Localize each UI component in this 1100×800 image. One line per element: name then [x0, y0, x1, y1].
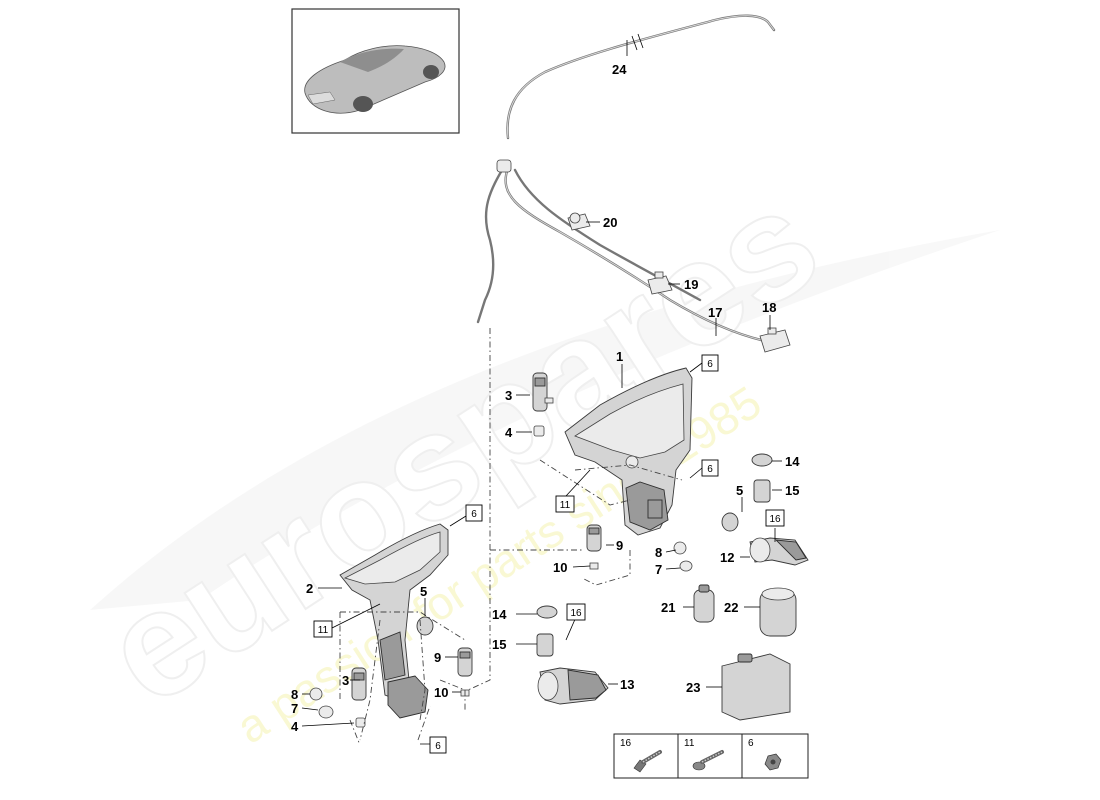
callout-9-upper: 9	[616, 538, 623, 553]
callout-19: 19	[684, 277, 698, 292]
callout-8-upper: 8	[655, 545, 662, 560]
boxed-references: 6 6 6 6 11 11 16 16	[313, 354, 785, 754]
callout-14-lower: 14	[492, 607, 507, 622]
pump-housing-12	[749, 537, 809, 566]
washer-hose-24	[506, 14, 776, 140]
callout-10-upper: 10	[553, 560, 567, 575]
vehicle-thumbnail	[291, 8, 460, 134]
callout-18: 18	[762, 300, 776, 315]
grommet-5-upper	[721, 512, 739, 532]
cap-7-lower	[318, 705, 334, 719]
callout-15-lower: 15	[492, 637, 506, 652]
watermark: eurospares a passion for parts since 198…	[75, 154, 1000, 753]
svg-text:11: 11	[318, 625, 329, 636]
callout-24: 24	[612, 62, 627, 77]
svg-text:6: 6	[471, 509, 477, 520]
callout-10-lower: 10	[434, 685, 448, 700]
fastener-header-11: 11	[684, 738, 695, 749]
callout-13: 13	[620, 677, 634, 692]
svg-text:6: 6	[707, 464, 713, 475]
flange-bolt-icon	[692, 750, 724, 771]
grommet-8-lower	[309, 687, 323, 701]
sensor-15-lower	[536, 633, 554, 657]
ref-box-6-bottom: 6	[429, 736, 447, 754]
canister-23	[721, 653, 791, 721]
callout-4-upper: 4	[505, 425, 513, 440]
callout-21: 21	[661, 600, 675, 615]
plug-10-upper	[589, 562, 599, 570]
washer-reservoir-2	[339, 523, 449, 719]
callout-5-lower: 5	[420, 584, 427, 599]
pump-housing-13	[537, 667, 609, 705]
grommet-8-upper	[673, 541, 687, 555]
fastener-header-16: 16	[620, 738, 632, 749]
washer-pump-9-upper	[586, 524, 602, 552]
fastener-header-6: 6	[748, 738, 754, 749]
bottle-21	[693, 584, 715, 623]
callout-7-upper: 7	[655, 562, 662, 577]
bottle-22	[759, 587, 797, 637]
callout-22: 22	[724, 600, 738, 615]
washer-pump-3-upper	[532, 372, 554, 412]
ref-box-11-lower: 11	[313, 620, 333, 638]
callout-4-lower: 4	[291, 719, 299, 734]
car-icon	[304, 45, 446, 114]
ref-box-16-upper: 16	[765, 509, 785, 527]
svg-text:6: 6	[435, 741, 441, 752]
callout-23: 23	[686, 680, 700, 695]
callout-3-upper: 3	[505, 388, 512, 403]
ref-box-6-mid: 6	[701, 459, 719, 477]
callout-3-lower: 3	[342, 673, 349, 688]
washer-pump-9-lower	[457, 647, 473, 677]
callout-7-lower: 7	[291, 701, 298, 716]
bolt-icon	[633, 750, 662, 773]
svg-text:6: 6	[707, 359, 713, 370]
callout-8-lower: 8	[291, 687, 298, 702]
cap-7-upper	[679, 560, 693, 572]
grommet-4-lower	[355, 717, 366, 728]
nozzle-fitting-20	[567, 212, 591, 231]
callout-14-upper: 14	[785, 454, 800, 469]
leader-lines	[301, 221, 782, 745]
washer-pump-3-lower	[351, 667, 367, 701]
ref-box-6-top: 6	[701, 354, 719, 372]
nozzle-fitting-18	[759, 327, 791, 353]
grommet-5-lower	[416, 616, 434, 636]
grommet-4-upper	[533, 425, 545, 437]
callout-20: 20	[603, 215, 617, 230]
callout-15-upper: 15	[785, 483, 799, 498]
ref-box-6-left: 6	[465, 504, 483, 522]
callout-2: 2	[306, 581, 313, 596]
watermark-swoosh	[90, 230, 1000, 610]
fastener-table: 16 11 6	[613, 733, 809, 779]
cap-14-upper	[751, 453, 773, 467]
svg-text:16: 16	[570, 608, 582, 619]
ref-box-16-lower: 16	[566, 603, 586, 621]
callout-1: 1	[616, 349, 623, 364]
ref-box-11-upper: 11	[555, 495, 575, 513]
callout-12: 12	[720, 550, 734, 565]
nozzle-fitting-19	[647, 271, 673, 295]
cap-14-lower	[536, 605, 558, 619]
callout-5-upper: 5	[736, 483, 743, 498]
nut-icon	[764, 753, 782, 771]
callout-17: 17	[708, 305, 722, 320]
svg-text:16: 16	[769, 514, 781, 525]
callout-9-lower: 9	[434, 650, 441, 665]
assembly-lines	[339, 328, 683, 746]
svg-text:11: 11	[560, 500, 571, 511]
sensor-15-upper	[753, 479, 771, 503]
washer-reservoir-1	[564, 367, 693, 536]
callout-numbers: 1 2 3 3 4 4 5 5 7 7 8 8 9 9 10 10 12 13 …	[291, 62, 800, 734]
